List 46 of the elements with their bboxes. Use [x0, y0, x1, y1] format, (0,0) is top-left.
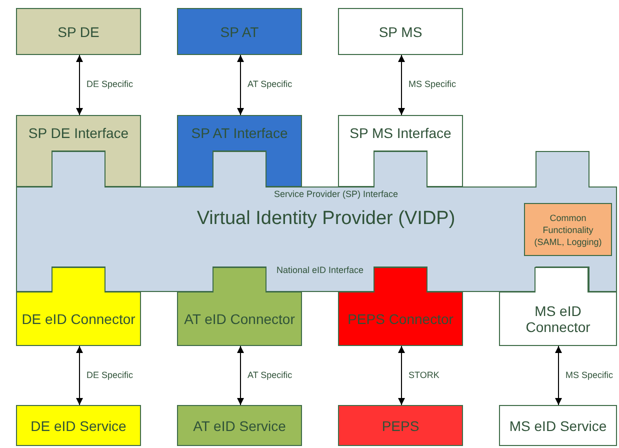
box-label: PEPS: [382, 418, 420, 434]
provider-block: [16, 151, 617, 292]
eid-service-box: [16, 405, 141, 446]
box-label: SP AT Interface: [191, 125, 288, 141]
service-provider-box: [177, 8, 302, 55]
double-arrow: [237, 346, 244, 406]
function-label: Common Functionality (SAML, Logging): [533, 212, 603, 248]
box-label: DE eID Connector: [22, 311, 136, 327]
connector-block: [16, 267, 141, 346]
box-label: SP MS Interface: [350, 125, 452, 141]
provider-title: Virtual Identity Provider (VIDP): [196, 207, 456, 231]
box-label: SP DE: [58, 24, 100, 40]
box-label: MS eID Connector: [524, 303, 592, 335]
eid-service-box: [338, 405, 463, 446]
eid-service-box: [177, 405, 302, 446]
double-arrow: [237, 54, 244, 116]
box-label: DE eID Service: [30, 418, 126, 434]
function-box: [524, 203, 612, 256]
edge-label: MS Specific: [408, 79, 456, 90]
eid-service-box: [499, 405, 617, 446]
interface-caption: Service Provider (SP) Interface: [272, 189, 400, 201]
connector-block: [499, 267, 617, 346]
box-label: SP DE Interface: [28, 125, 129, 141]
box-label: PEPS Connector: [348, 311, 454, 327]
double-arrow: [398, 54, 405, 116]
edge-label: DE Specific: [86, 79, 134, 90]
edge-label: AT Specific: [248, 79, 292, 90]
box-label: SP AT: [220, 24, 259, 40]
interface-block: [16, 115, 141, 187]
box-label: MS eID Service: [509, 418, 607, 434]
double-arrow: [76, 54, 83, 116]
edge-label: AT Specific: [248, 370, 292, 380]
double-arrow: [398, 346, 405, 406]
box-label: AT eID Connector: [184, 311, 295, 327]
interface-block: [338, 115, 463, 187]
service-provider-box: [16, 8, 141, 55]
edge-label: DE Specific: [86, 370, 134, 380]
interface-caption: National eID Interface: [275, 265, 365, 277]
box-label: SP MS: [378, 24, 422, 40]
edge-label: MS Specific: [566, 370, 614, 380]
box-label: AT eID Service: [193, 418, 286, 434]
double-arrow: [76, 346, 83, 406]
service-provider-box: [338, 8, 463, 55]
interface-block: [177, 115, 302, 187]
edge-label: STORK: [408, 370, 440, 380]
double-arrow: [555, 346, 562, 406]
